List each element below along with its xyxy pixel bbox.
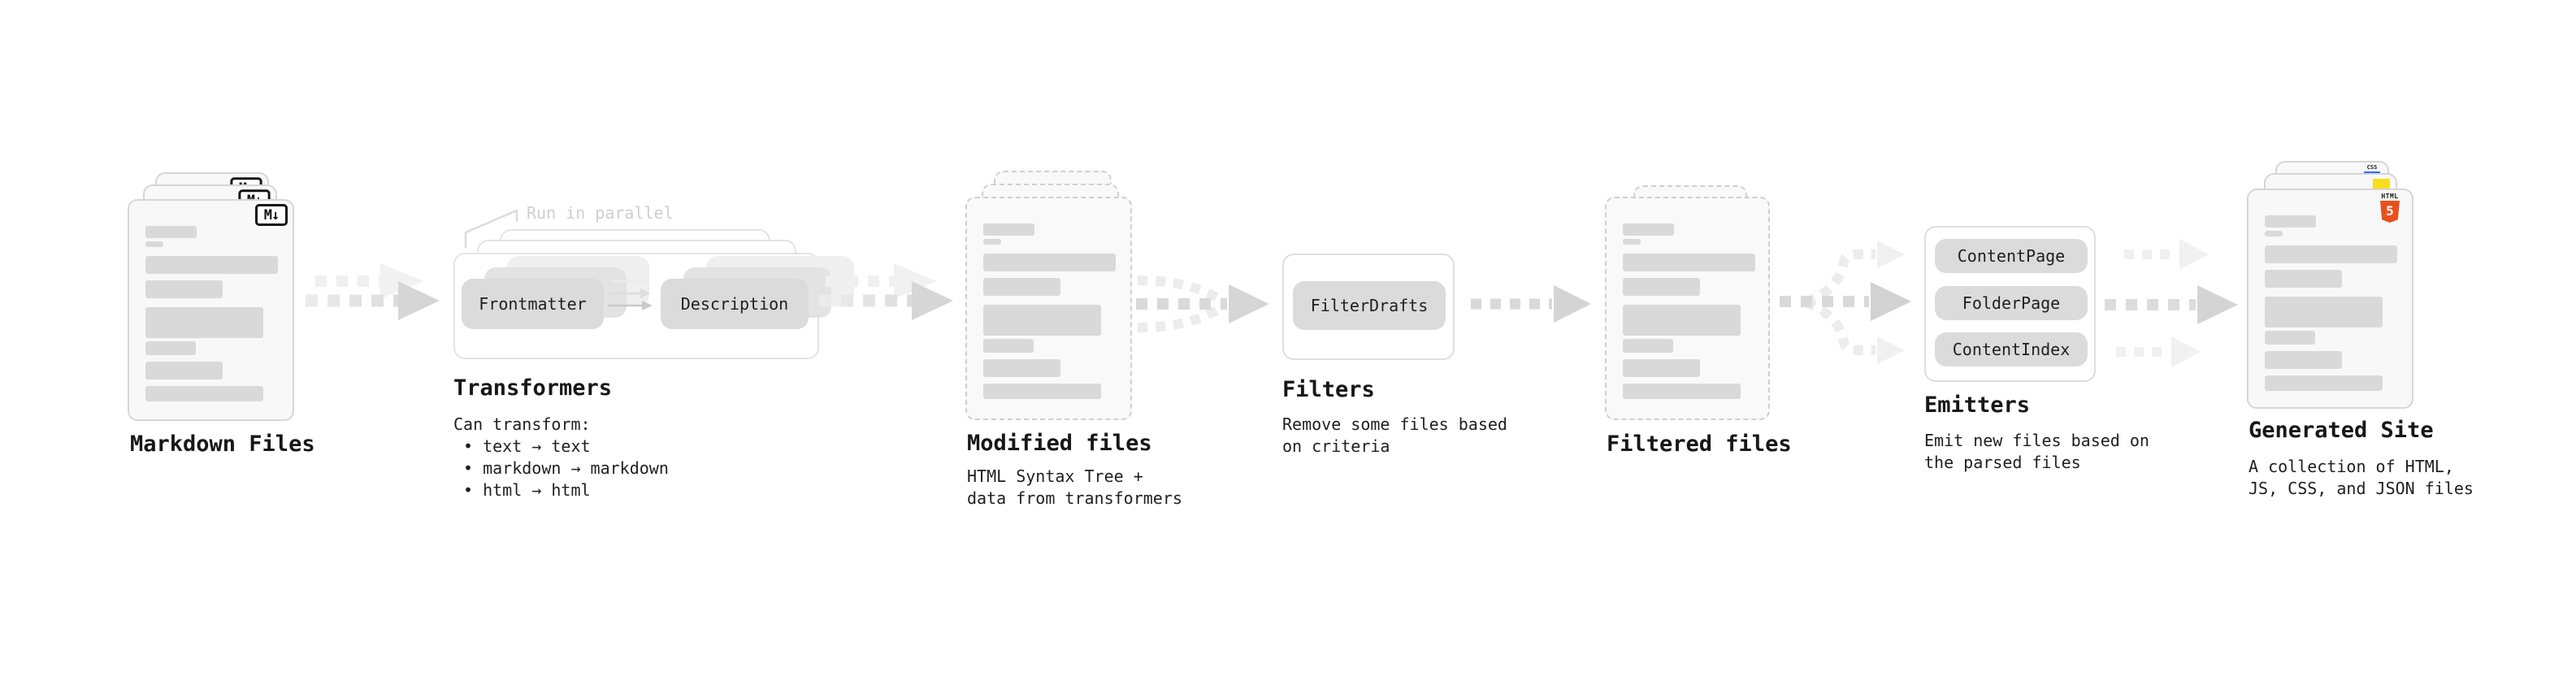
description-box: Description: [661, 279, 809, 329]
filtered-files-title: Filtered files: [1607, 432, 1792, 457]
emitters-title: Emitters: [1924, 393, 2031, 418]
placeholder-bar: [2265, 270, 2342, 288]
modified-files-desc: data from transformers: [967, 488, 1182, 508]
emitters-panel: ContentPage FolderPage ContentIndex: [1924, 226, 2096, 382]
filterdrafts-box: FilterDrafts: [1293, 281, 1446, 330]
placeholder-bar: [983, 278, 1060, 296]
placeholder-bar: [1623, 223, 1674, 236]
placeholder-bar: [145, 307, 263, 338]
placeholder-bar: [2265, 231, 2283, 236]
emitters-desc: Emit new files based on: [1924, 431, 2149, 450]
generated-site-desc: JS, CSS, and JSON files: [2249, 479, 2474, 498]
contentindex-box: ContentIndex: [1935, 332, 2088, 367]
placeholder-bar: [145, 256, 278, 274]
placeholder-bar: [145, 341, 196, 355]
filters-panel: FilterDrafts: [1282, 254, 1455, 360]
filters-title: Filters: [1282, 377, 1375, 402]
modified-card-front: [965, 197, 1132, 420]
generated-card-front: HTML 5: [2247, 189, 2413, 409]
placeholder-bar: [983, 239, 1001, 245]
transformers-note-heading: Can transform:: [453, 414, 591, 434]
filters-desc: on criteria: [1282, 436, 1390, 456]
transformers-bullet: • html → html: [463, 480, 591, 500]
generated-site-title: Generated Site: [2249, 418, 2434, 443]
transformers-title: Transformers: [453, 375, 613, 401]
markdown-icon: M↓: [255, 204, 288, 226]
filtered-card-front: [1605, 197, 1770, 420]
modified-files-desc: HTML Syntax Tree +: [967, 466, 1143, 486]
placeholder-bar: [1623, 359, 1700, 377]
modified-files-title: Modified files: [967, 431, 1152, 456]
placeholder-bar: [983, 254, 1116, 271]
arrow-markdown-to-transformers: [306, 263, 440, 320]
emitters-desc: the parsed files: [1924, 453, 2081, 472]
folderpage-box: FolderPage: [1935, 286, 2088, 320]
placeholder-bar: [983, 223, 1034, 236]
frontmatter-box: Frontmatter: [462, 279, 604, 329]
arrows-emitters-to-generated: [2105, 239, 2238, 367]
placeholder-bar: [2265, 351, 2342, 369]
placeholder-bar: [983, 359, 1060, 377]
placeholder-bar: [145, 280, 223, 298]
placeholder-bar: [1623, 384, 1741, 399]
transformers-bullet: • text → text: [463, 436, 591, 456]
placeholder-bar: [2265, 375, 2383, 391]
generated-site-desc: A collection of HTML,: [2249, 457, 2454, 476]
javascript-icon: [2373, 179, 2390, 189]
arrow-filters-to-filtered: [1471, 285, 1591, 323]
placeholder-bar: [145, 362, 223, 380]
placeholder-bar: [2265, 215, 2316, 228]
placeholder-bar: [145, 386, 263, 401]
markdown-card-front: M↓: [128, 199, 294, 421]
placeholder-bar: [983, 384, 1101, 399]
placeholder-bar: [2265, 297, 2383, 327]
markdown-files-title: Markdown Files: [130, 432, 315, 457]
contentpage-box: ContentPage: [1935, 239, 2088, 273]
run-in-parallel-label: Run in parallel: [527, 203, 674, 223]
placeholder-bar: [1623, 339, 1673, 353]
placeholder-bar: [1623, 305, 1741, 336]
placeholder-bar: [1623, 254, 1755, 271]
arrow-modified-to-filters-merge: [1136, 275, 1269, 332]
placeholder-bar: [2265, 331, 2315, 345]
placeholder-bar: [983, 339, 1034, 353]
placeholder-bar: [2265, 245, 2397, 263]
arrow-filtered-to-emitters-split: [1780, 241, 1911, 364]
html5-icon: HTML 5: [2378, 193, 2402, 223]
placeholder-bar: [983, 305, 1101, 336]
placeholder-bar: [145, 226, 197, 238]
filters-desc: Remove some files based: [1282, 414, 1507, 434]
placeholder-bar: [1623, 278, 1700, 296]
transformers-bullet: • markdown → markdown: [463, 458, 669, 478]
placeholder-bar: [145, 241, 163, 247]
placeholder-bar: [1623, 239, 1641, 245]
